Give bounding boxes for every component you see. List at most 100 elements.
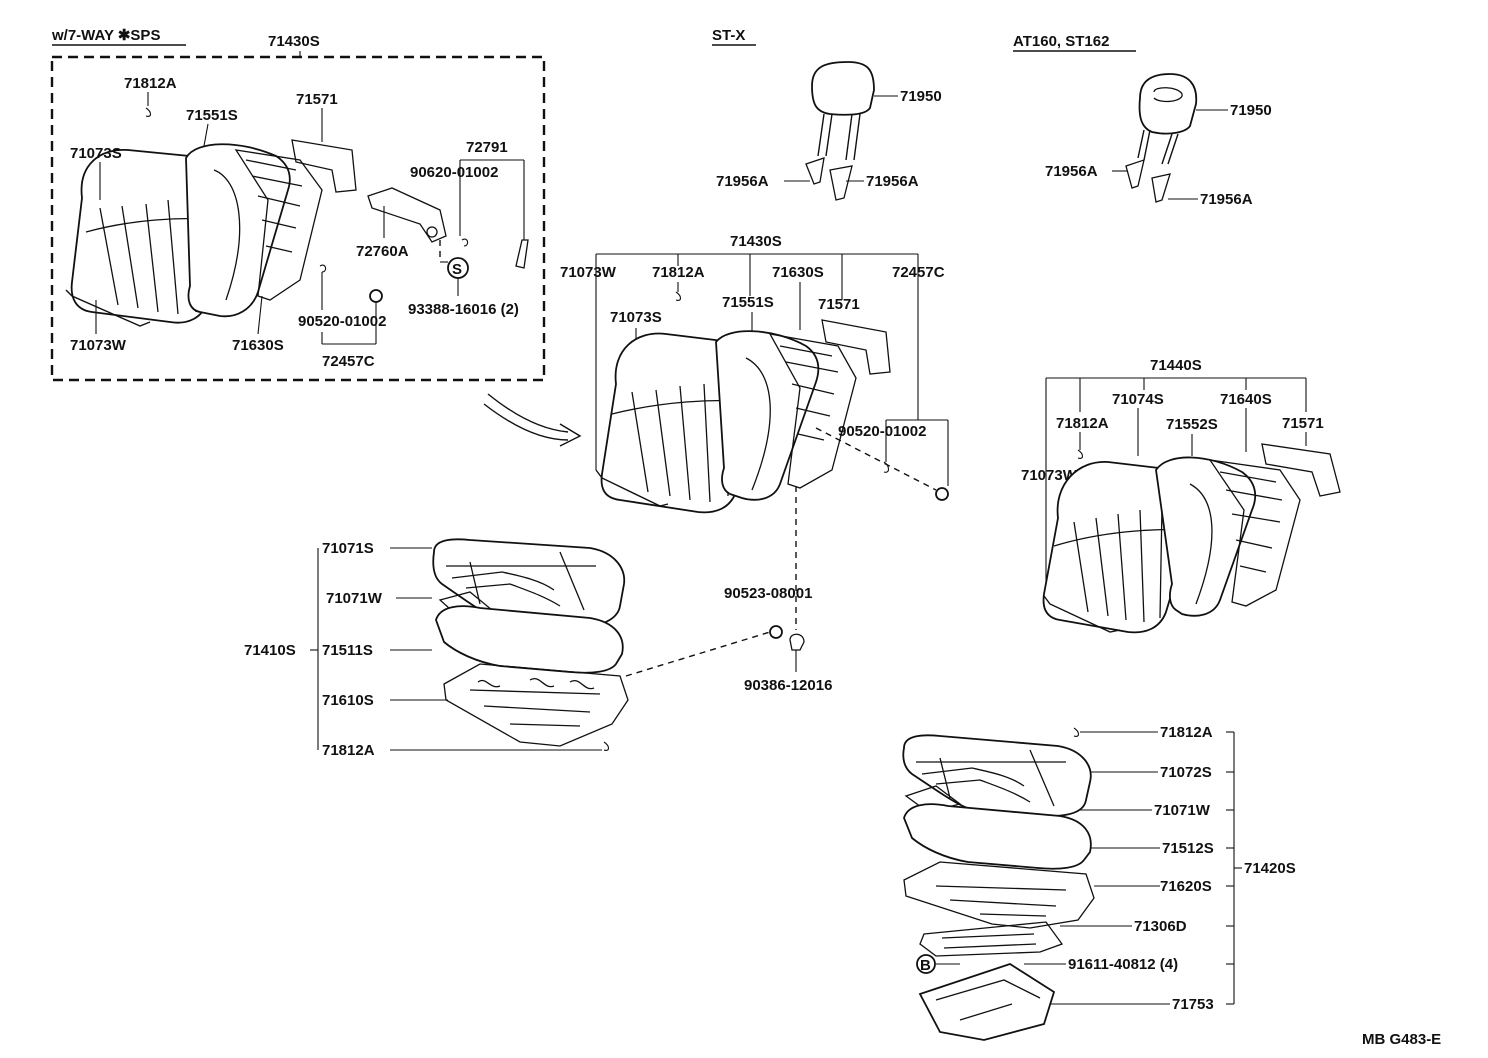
label-box-s: S: [452, 261, 462, 278]
label-c-71812A: 71812A: [322, 742, 375, 759]
seat-back-pad-icon: [185, 143, 291, 318]
label-stx-71950: 71950: [900, 88, 942, 105]
label-m-72457C: 72457C: [892, 264, 945, 281]
cushion-pad-icon: [903, 803, 1092, 870]
label-box-90520: 90520-01002: [298, 313, 386, 330]
lumbar-bracket-icon: [1261, 443, 1341, 497]
cushion-tray-icon: [918, 963, 1056, 1041]
label-c-71071S: 71071S: [322, 540, 374, 557]
label-r-71571: 71571: [1282, 415, 1324, 432]
guide-right-icon: [1151, 173, 1171, 203]
label-br-b: B: [920, 957, 931, 974]
label-stx-71956A-right: 71956A: [866, 173, 919, 190]
label-br-71420S: 71420S: [1244, 860, 1296, 877]
guide-left-icon: [1125, 159, 1145, 189]
label-m-90523: 90523-08001: [724, 585, 812, 602]
label-at-71950: 71950: [1230, 102, 1272, 119]
label-stx-71956A-left: 71956A: [716, 173, 769, 190]
label-r-71073W: 71073W: [1021, 467, 1078, 484]
lumbar-bracket-icon: [821, 319, 891, 375]
label-box-71812A: 71812A: [124, 75, 177, 92]
label-box-72760A: 72760A: [356, 243, 409, 260]
label-br-91611: 91611-40812 (4): [1068, 956, 1178, 973]
clip-br-71812A-icon: [1073, 727, 1080, 737]
wire-71073W-icon: [65, 289, 151, 327]
label-box-71430S: 71430S: [268, 33, 320, 50]
label-br-71071W: 71071W: [1154, 802, 1211, 819]
right-seat-back: 71440S 71074S 71640S 71812A 71552S 71571…: [1021, 357, 1341, 634]
label-m-90386: 90386-12016: [744, 677, 832, 694]
label-box-72457C: 72457C: [322, 353, 375, 370]
headrest-icon: [811, 61, 875, 116]
label-box-72791: 72791: [466, 139, 508, 156]
seat-back-frame-icon: [768, 333, 857, 489]
right-cushion: 71420S 71812A 71072S 71071W 71512S 71620…: [902, 724, 1296, 1041]
clip-r-71812A-icon: [1077, 449, 1084, 459]
arrow-icon: [483, 393, 582, 447]
label-box-71551S: 71551S: [186, 107, 238, 124]
b-circle-icon: B: [916, 954, 936, 974]
label-c-71511S: 71511S: [322, 642, 373, 659]
knob-72791-icon: [515, 239, 529, 269]
label-c-71610S: 71610S: [322, 692, 374, 709]
sps-box: 71430S 71812A: [50, 33, 546, 382]
label-m-71551S: 71551S: [722, 294, 774, 311]
header-sps: w/7-WAY ✱SPS: [51, 27, 186, 46]
main-seat-back: 71430S 71073W 71812A 71630S 72457C 71551…: [560, 233, 949, 694]
nut-72457C-icon: [369, 289, 383, 303]
clip-m-71812A-icon: [675, 291, 682, 301]
label-br-71072S: 71072S: [1160, 764, 1212, 781]
clip-90620-icon: [461, 238, 469, 247]
label-br-71512S: 71512S: [1162, 840, 1214, 857]
clip-71812A-icon: [145, 107, 152, 117]
label-m-71812A: 71812A: [652, 264, 705, 281]
s-circle-icon: S: [447, 257, 469, 279]
header-at160-text: AT160, ST162: [1013, 33, 1109, 50]
label-m-71073W: 71073W: [560, 264, 617, 281]
header-stx-text: ST-X: [712, 27, 745, 44]
seat-back-pad-icon: [715, 330, 820, 501]
seat-back-pad-icon: [1155, 456, 1257, 617]
label-box-71571: 71571: [296, 91, 338, 108]
label-box-93388: 93388-16016 (2): [408, 301, 519, 318]
label-r-71440S: 71440S: [1150, 357, 1202, 374]
label-m-71430S: 71430S: [730, 233, 782, 250]
header-at160: AT160, ST162: [1013, 33, 1136, 52]
cushion-pad-icon: [435, 605, 624, 674]
clip-c-71812A-icon: [603, 741, 610, 751]
seat-back-frame-icon: [234, 149, 323, 301]
label-br-71753: 71753: [1172, 996, 1214, 1013]
cushion-cover-icon: [432, 538, 625, 627]
label-c-71410S: 71410S: [244, 642, 296, 659]
label-r-71074S: 71074S: [1112, 391, 1164, 408]
label-m-71630S: 71630S: [772, 264, 824, 281]
lumbar-bracket-icon: [291, 139, 357, 193]
left-cushion: 71410S 71071S 71071W 71511S 71610S 71812…: [244, 538, 771, 759]
guide-right-icon: [829, 165, 853, 201]
clip-90520-icon: [319, 264, 327, 273]
seat-back-frame-icon: [1208, 459, 1301, 607]
seat-track-icon: [919, 921, 1064, 957]
nut-m-72457C-icon: [935, 487, 949, 501]
label-br-71620S: 71620S: [1160, 878, 1212, 895]
switch-bracket-icon: [367, 187, 447, 243]
label-m-90520: 90520-01002: [838, 423, 926, 440]
label-box-71630S: 71630S: [232, 337, 284, 354]
label-br-71812A: 71812A: [1160, 724, 1213, 741]
headrest-icon: [1138, 73, 1198, 135]
label-r-71640S: 71640S: [1220, 391, 1272, 408]
label-box-71073S: 71073S: [70, 145, 122, 162]
label-r-71812A: 71812A: [1056, 415, 1109, 432]
label-r-71552S: 71552S: [1166, 416, 1218, 433]
label-m-71073S: 71073S: [610, 309, 662, 326]
at160-headrest: 71950 71956A 71956A: [1045, 73, 1272, 208]
footer-code: MB G483-E: [1362, 1031, 1441, 1048]
header-stx: ST-X: [712, 27, 756, 46]
label-c-71071W: 71071W: [326, 590, 383, 607]
label-at-71956A-right: 71956A: [1200, 191, 1253, 208]
cushion-frame-icon: [903, 861, 1095, 929]
header-sps-text: w/7-WAY ✱SPS: [51, 27, 160, 44]
bolt-90386-icon: [789, 633, 805, 651]
label-br-71306D: 71306D: [1134, 918, 1187, 935]
